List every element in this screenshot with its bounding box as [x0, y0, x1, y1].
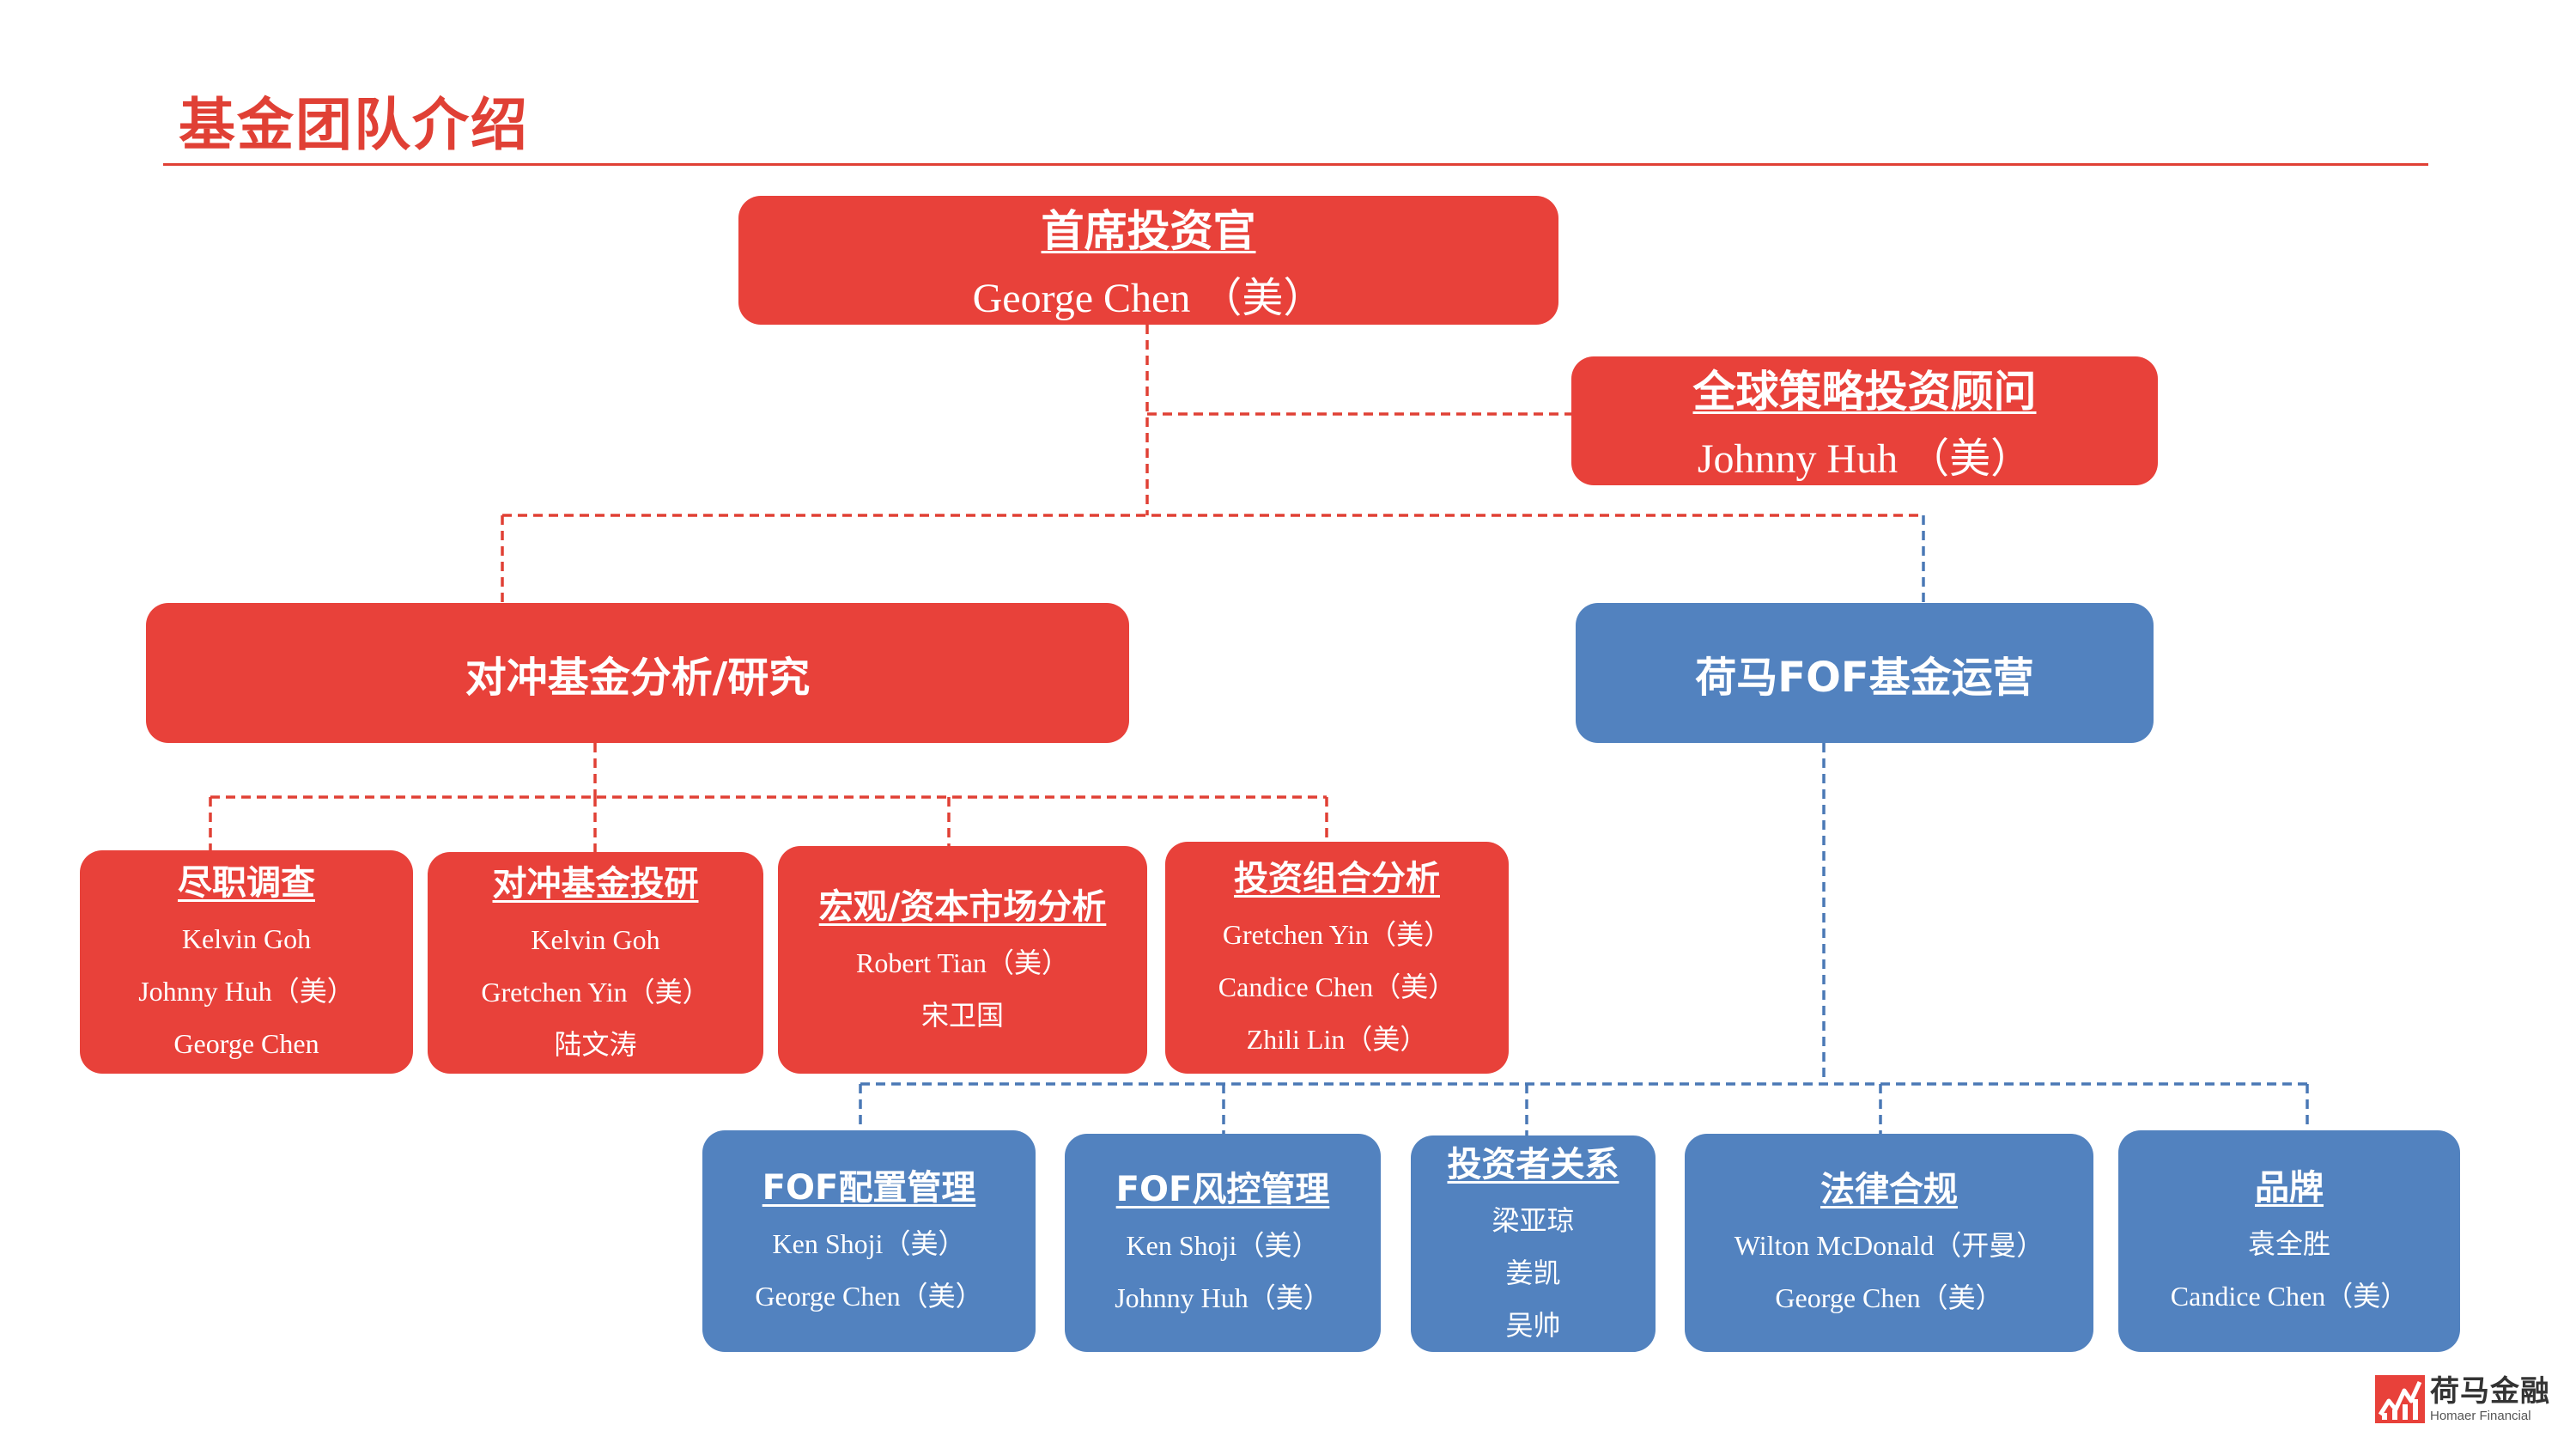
member-name: George Chen	[173, 1027, 319, 1059]
member-name: Candice Chen（美）	[1218, 971, 1456, 1002]
member-name: Robert Tian（美）	[855, 947, 1070, 978]
brand-title: 品牌	[2255, 1168, 2324, 1208]
member-name: Gretchen Yin（美）	[1222, 918, 1452, 950]
member-name: Wilton McDonald（开曼）	[1734, 1230, 2044, 1261]
member-name: Gretchen Yin（美）	[481, 976, 710, 1008]
legal-compliance-box: 法律合规 Wilton McDonald（开曼） George Chen（美）	[1685, 1134, 2093, 1352]
hedge-fund-research-title: 对冲基金投研	[492, 863, 699, 904]
member-name: 陆文涛	[554, 1028, 637, 1060]
portfolio-analysis-title: 投资组合分析	[1234, 858, 1440, 898]
cio-name: George Chen （美）	[972, 276, 1325, 321]
member-name: Johnny Huh（美）	[1115, 1282, 1331, 1313]
member-name: George Chen（美）	[1775, 1282, 2003, 1313]
portfolio-analysis-box: 投资组合分析 Gretchen Yin（美） Candice Chen（美） Z…	[1165, 842, 1509, 1074]
member-name: 吴帅	[1505, 1309, 1561, 1341]
hedge-research-division-box: 对冲基金分析/研究	[146, 603, 1129, 743]
homaer-logo: 荷马金融 Homaer Financial	[2375, 1373, 2564, 1426]
fof-risk-box: FOF风控管理 Ken Shoji（美） Johnny Huh（美）	[1065, 1134, 1381, 1352]
member-name: 宋卫国	[920, 999, 1004, 1031]
title-divider	[163, 163, 2428, 166]
hedge-division-title: 对冲基金分析/研究	[465, 653, 811, 702]
member-name: Kelvin Goh	[531, 923, 660, 955]
member-name: George Chen（美）	[755, 1281, 983, 1312]
logo-english-text: Homaer Financial	[2430, 1408, 2531, 1423]
advisor-title: 全球策略投资顾问	[1692, 367, 2037, 417]
fof-allocation-title: FOF配置管理	[762, 1168, 976, 1208]
member-name: Ken Shoji（美）	[1126, 1230, 1320, 1261]
brand-box: 品牌 袁全胜 Candice Chen（美）	[2118, 1130, 2460, 1352]
member-name: 姜凯	[1505, 1257, 1561, 1288]
legal-compliance-title: 法律合规	[1820, 1170, 1958, 1209]
fof-division-title: 荷马FOF基金运营	[1695, 653, 2034, 702]
member-name: 袁全胜	[2247, 1228, 2330, 1259]
cio-title: 首席投资官	[1041, 206, 1256, 256]
fof-allocation-box: FOF配置管理 Ken Shoji（美） George Chen（美）	[702, 1130, 1036, 1352]
macro-market-analysis-title: 宏观/资本市场分析	[818, 886, 1107, 927]
hedge-fund-research-box: 对冲基金投研 Kelvin Goh Gretchen Yin（美） 陆文涛	[428, 852, 763, 1074]
member-name: Zhili Lin（美）	[1246, 1023, 1428, 1055]
fof-operations-division-box: 荷马FOF基金运营	[1576, 603, 2154, 743]
investor-relations-box: 投资者关系 梁亚琼 姜凯 吴帅	[1411, 1135, 1656, 1352]
member-name: Candice Chen（美）	[2170, 1281, 2409, 1312]
due-diligence-box: 尽职调查 Kelvin Goh Johnny Huh（美） George Che…	[80, 850, 413, 1074]
cio-box: 首席投资官 George Chen （美）	[738, 196, 1558, 325]
member-name: 梁亚琼	[1492, 1204, 1575, 1236]
advisor-name: Johnny Huh （美）	[1697, 436, 2032, 482]
investor-relations-title: 投资者关系	[1447, 1144, 1619, 1184]
member-name: Johnny Huh（美）	[138, 975, 355, 1007]
member-name: Kelvin Goh	[181, 922, 312, 954]
homaer-logo-icon	[2375, 1375, 2425, 1423]
macro-market-analysis-box: 宏观/资本市场分析 Robert Tian（美） 宋卫国	[778, 846, 1147, 1074]
logo-chinese-text: 荷马金融	[2430, 1373, 2550, 1409]
member-name: Ken Shoji（美）	[772, 1228, 966, 1259]
page-title: 基金团队介绍	[179, 92, 529, 158]
fof-risk-title: FOF风控管理	[1115, 1170, 1330, 1209]
advisor-box: 全球策略投资顾问 Johnny Huh （美）	[1571, 356, 2158, 485]
due-diligence-title: 尽职调查	[178, 862, 315, 903]
